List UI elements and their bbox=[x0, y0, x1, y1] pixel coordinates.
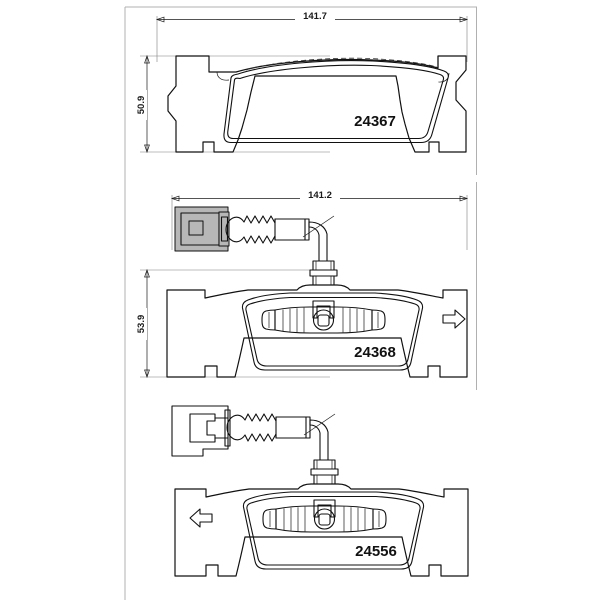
figure-2-friction-material-inner bbox=[245, 296, 420, 367]
figure-3-wear-sensor-connector bbox=[171, 405, 231, 457]
figure-2-retaining-clip bbox=[261, 300, 386, 334]
figure-3-retaining-clip bbox=[262, 499, 387, 533]
figure-2-direction-arrow-right bbox=[442, 309, 466, 329]
figure-1-part-number: 24367 bbox=[354, 113, 396, 130]
figure-1-width-label: 141.7 bbox=[303, 11, 327, 22]
figure-1-right-ear-relief bbox=[438, 72, 450, 83]
figure-3-sensor-housing bbox=[310, 459, 339, 485]
figure-3-sensor-cable-boot bbox=[226, 413, 311, 442]
figure-2-friction-material-outer bbox=[241, 292, 424, 371]
figure-2-sensor-lead bbox=[302, 215, 335, 262]
figure-2-width-dimension: 141.2 bbox=[170, 190, 469, 202]
figure-3-group: 24556 bbox=[171, 405, 469, 577]
figure-1-height-label: 50.9 bbox=[136, 96, 147, 115]
figure-1-width-dimension: 141.7 bbox=[155, 11, 469, 23]
figure-1-left-ear-relief bbox=[216, 71, 230, 81]
figure-3-part-number: 24556 bbox=[355, 543, 397, 560]
figure-1-height-dimension: 50.9 bbox=[136, 54, 150, 154]
figure-2-width-label: 141.2 bbox=[308, 190, 332, 201]
figure-3-friction-material-outer bbox=[242, 491, 425, 570]
figure-3-backing-plate bbox=[174, 483, 469, 577]
figure-3-friction-material-inner bbox=[246, 495, 421, 566]
figure-3-sensor-lead bbox=[303, 413, 336, 461]
figure-2-height-dimension: 53.9 bbox=[136, 268, 150, 379]
figure-2-part-number: 24368 bbox=[354, 344, 396, 361]
figure-3-direction-arrow-left bbox=[189, 508, 213, 528]
figure-2-height-label: 53.9 bbox=[136, 315, 147, 334]
figure-2-sensor-housing bbox=[309, 260, 338, 286]
figure-2-wear-sensor-connector bbox=[174, 206, 230, 252]
figure-1-friction-material-inner bbox=[227, 64, 445, 140]
figure-2-sensor-cable-boot bbox=[225, 215, 310, 244]
figure-2-group: 141.2 53.9 bbox=[136, 190, 469, 379]
figure-1-chamfer-dashes bbox=[245, 57, 438, 71]
figure-1-extension-lines bbox=[140, 16, 468, 153]
frame-borders bbox=[124, 6, 477, 600]
figure-1-group: 141.7 50.9 24367 bbox=[136, 11, 469, 154]
figure-1-backing-plate bbox=[167, 55, 467, 153]
figure-2-backing-plate bbox=[166, 284, 468, 378]
